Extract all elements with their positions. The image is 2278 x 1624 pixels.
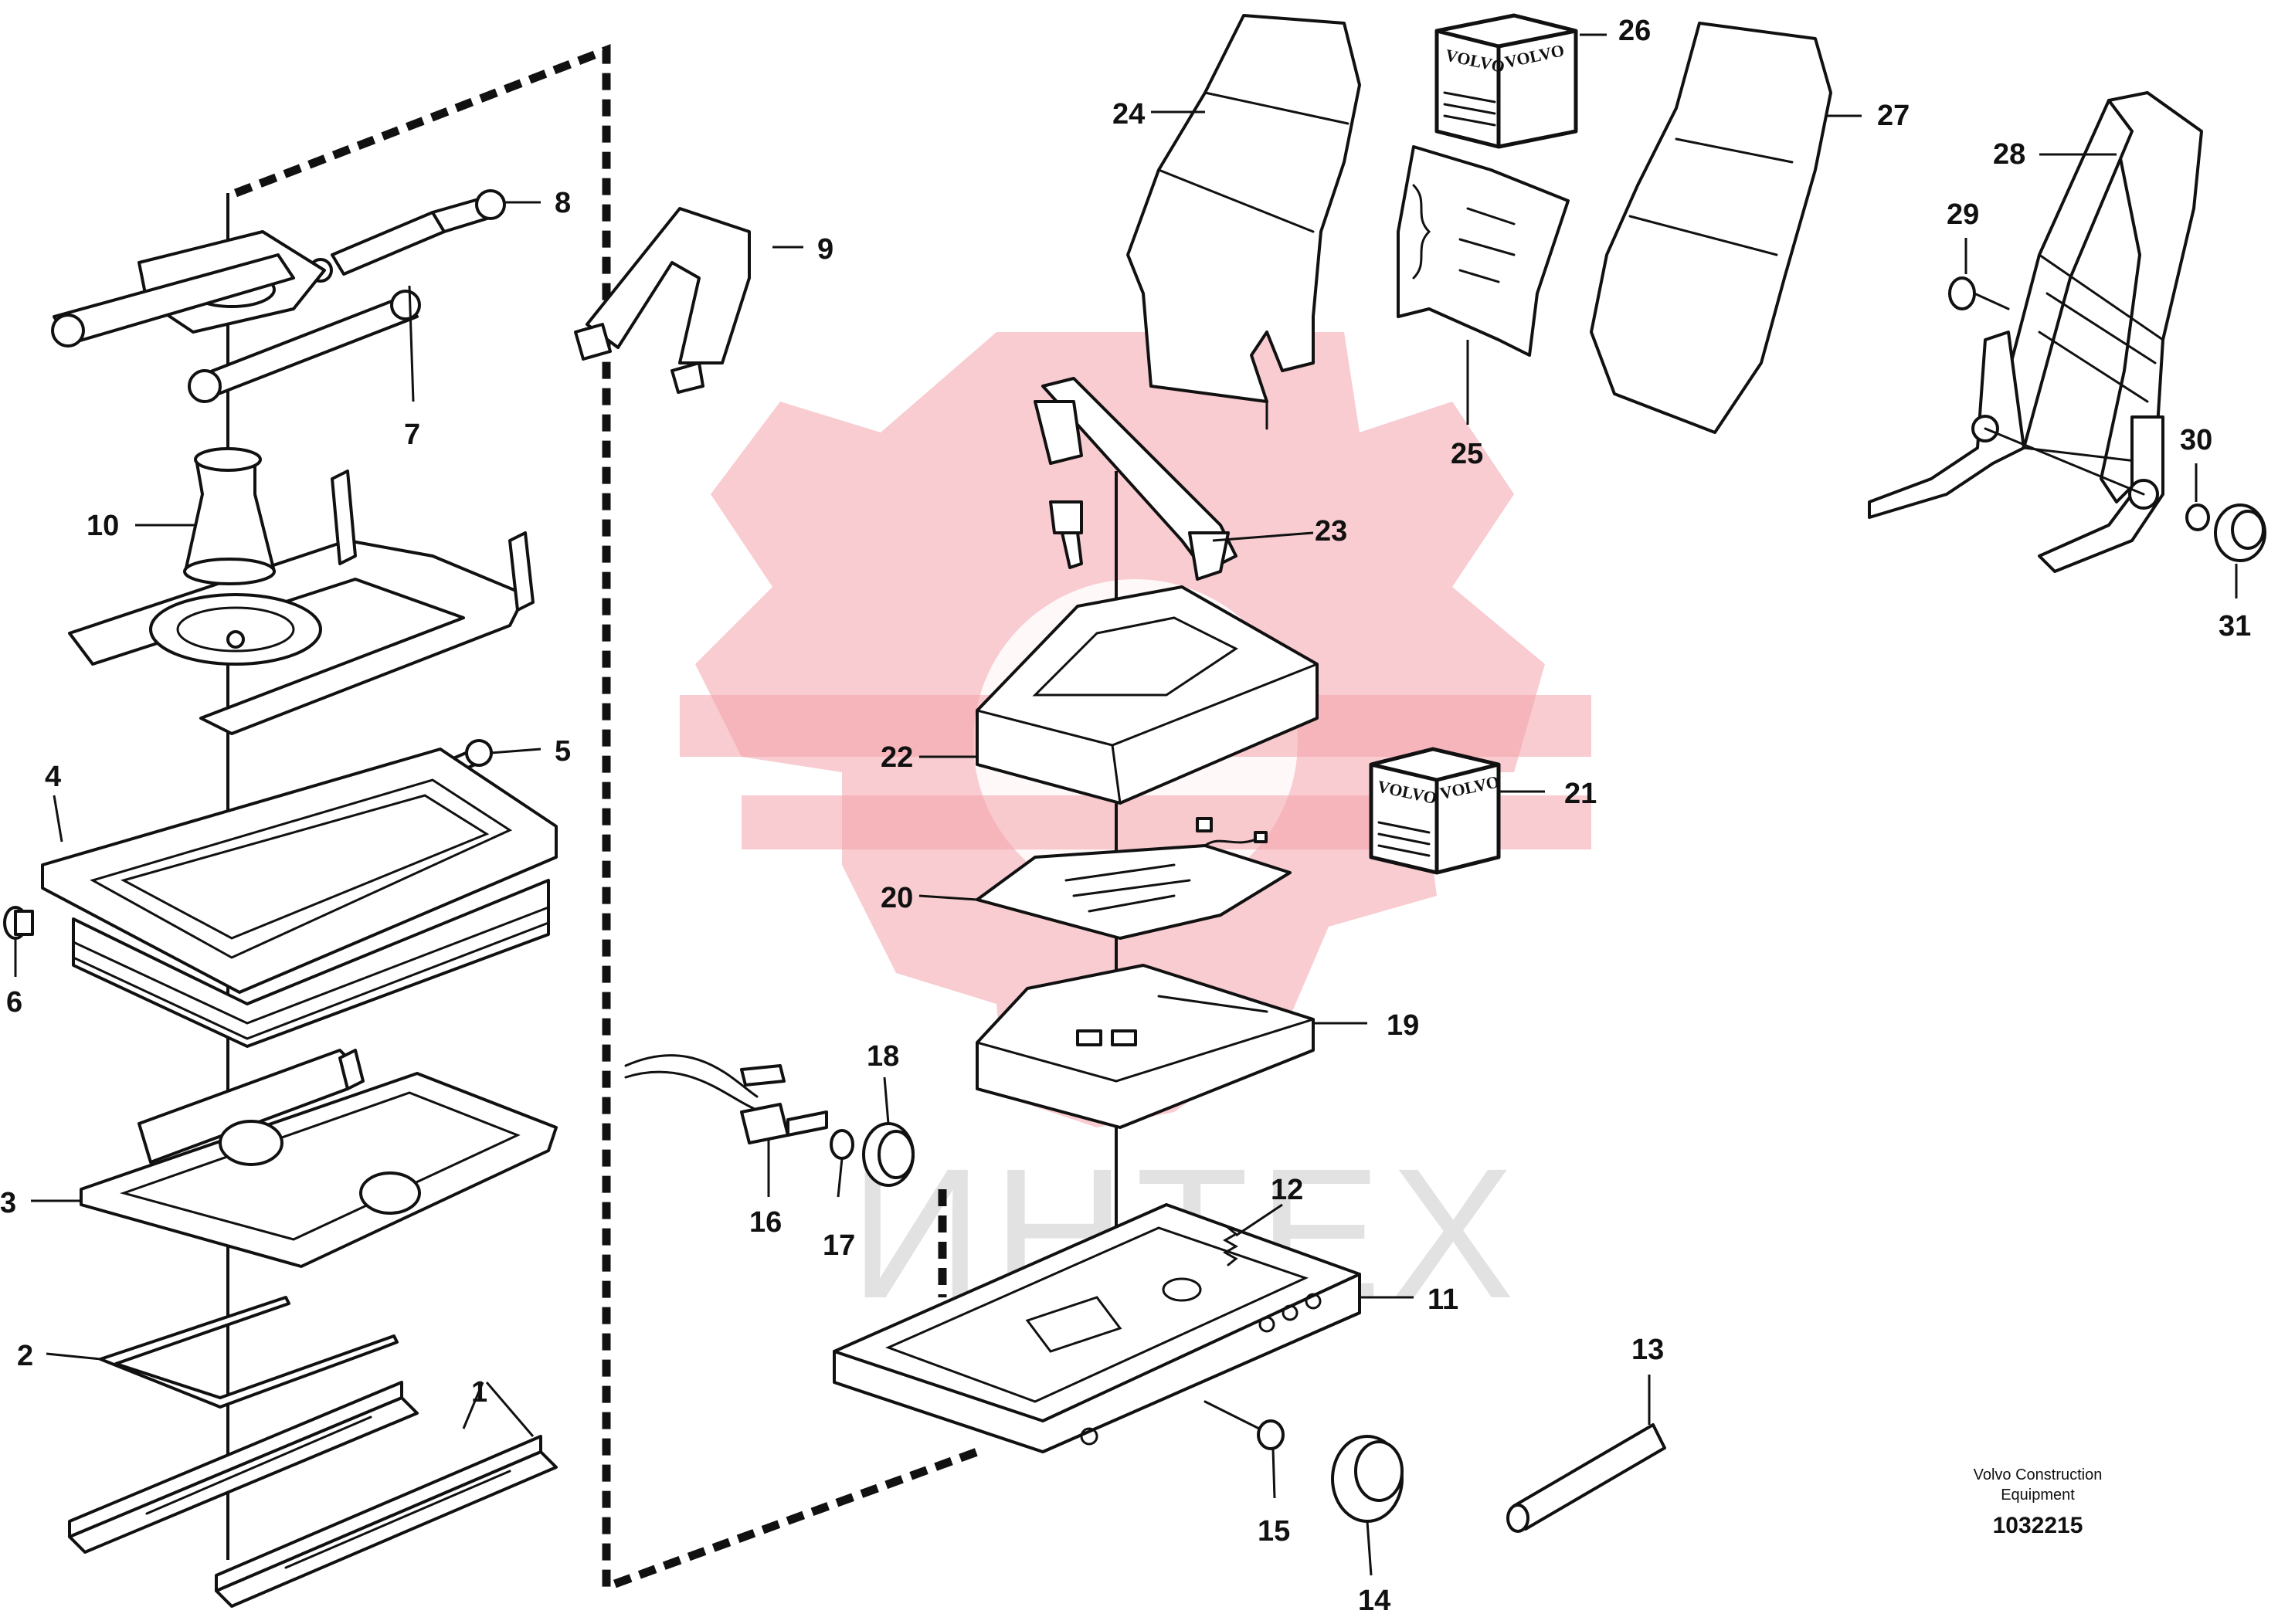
callout-24: 24 [1112,98,1145,131]
footer-line-1: Volvo Construction [1974,1466,2103,1483]
callout-3: 3 [0,1187,16,1219]
callout-1: 1 [471,1376,487,1409]
callout-26: 26 [1618,15,1651,47]
part-seat-belt [1034,377,1237,581]
callout-28: 28 [1993,138,2025,171]
callout-18: 18 [867,1040,899,1073]
callout-31: 31 [2219,610,2251,642]
part-knob-29 [1948,276,2010,310]
part-box-26: VOLVO VOLVO [1434,13,1578,149]
callout-8: 8 [555,187,571,219]
part-nut-15 [1204,1400,1285,1450]
callout-5: 5 [555,735,571,768]
callout-6: 6 [6,986,22,1019]
callout-10: 10 [87,510,119,542]
assembly-dashed-line [234,43,979,1593]
part-suspension-housing [41,748,558,1048]
part-rod-2 [99,1296,399,1409]
footer-line-2: Equipment [2001,1487,2075,1504]
callout-30: 30 [2180,424,2212,456]
part-backrest-rear [1590,22,1832,434]
callout-11: 11 [1428,1283,1458,1316]
part-nut-17 [830,1129,854,1160]
callout-9: 9 [817,233,833,266]
part-plug-6 [3,906,34,940]
part-seat-cushion [976,585,1319,805]
part-backrest-heater [1397,145,1570,357]
part-cushion-base [976,964,1315,1129]
part-pin-13 [1506,1423,1666,1533]
part-knob-31 [2214,503,2266,562]
footer-drawing-number: 1032215 [1993,1513,2083,1538]
callout-7: 7 [404,419,420,451]
part-box-21: VOLVO VOLVO [1369,747,1501,875]
callout-25: 25 [1451,438,1483,470]
leader-lines [14,33,2238,1576]
callout-14: 14 [1358,1585,1390,1617]
part-lower-frame [68,470,535,735]
part-knob-18 [862,1122,915,1187]
callout-4: 4 [45,761,61,793]
part-backrest-frame [1868,91,2203,573]
callout-12: 12 [1271,1174,1303,1206]
part-seat-base [833,1203,1361,1453]
callout-16: 16 [749,1206,782,1239]
callout-2: 2 [17,1340,33,1372]
callout-21: 21 [1564,778,1597,810]
part-gas-spring [308,189,506,283]
callout-22: 22 [881,741,913,774]
part-backrest-cover [1126,14,1361,430]
callout-19: 19 [1387,1009,1419,1042]
callout-15: 15 [1258,1515,1290,1548]
callout-29: 29 [1947,198,1979,231]
callout-20: 20 [881,882,913,914]
part-damper-cup [183,447,276,585]
callout-23: 23 [1315,515,1347,548]
part-base-frame [80,1049,558,1268]
part-heating-pad [976,817,1292,940]
part-scissor-linkage [51,230,421,403]
part-belt-strap [574,207,751,394]
callout-27: 27 [1877,100,1910,132]
callout-13: 13 [1631,1334,1664,1366]
part-nut-30 [2185,503,2210,531]
part-slide-rails [68,1381,558,1608]
callout-17: 17 [823,1229,855,1262]
part-knob-14 [1331,1435,1404,1523]
part-switch [624,1054,828,1144]
part-spring-12 [1222,1226,1239,1266]
